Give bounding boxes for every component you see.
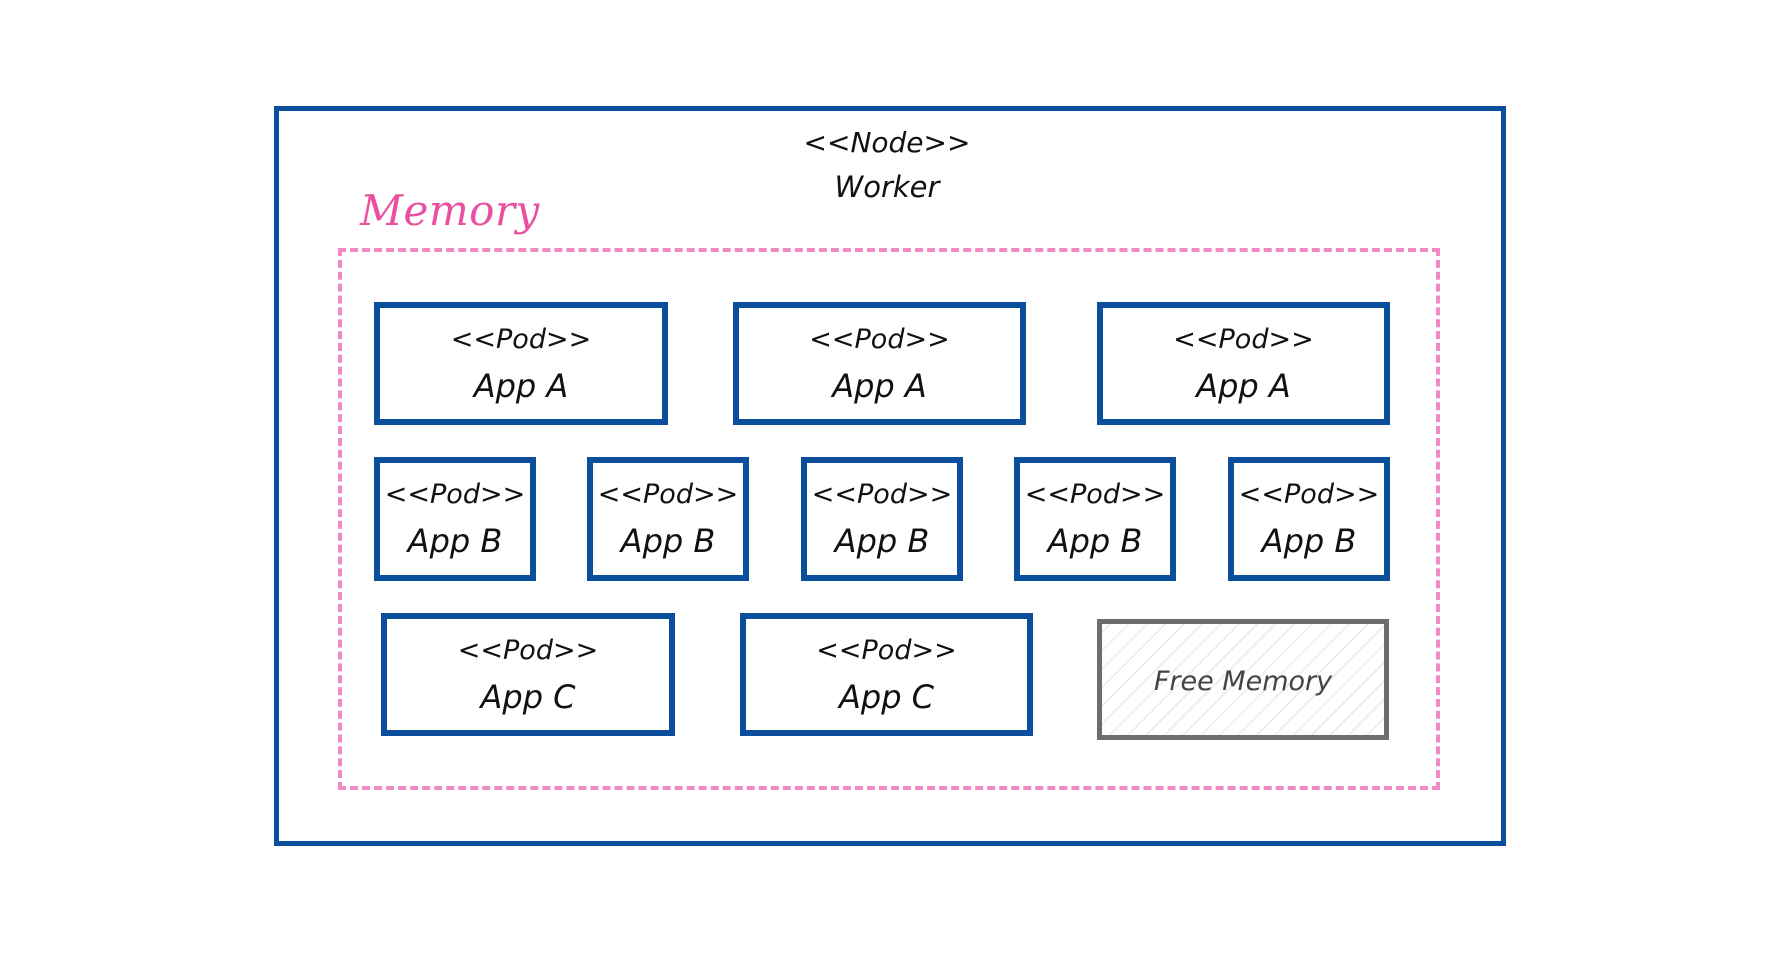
pod-stereotype: <<Pod>>: [811, 479, 953, 510]
pod-stereotype: <<Pod>>: [597, 479, 739, 510]
pod-stereotype: <<Pod>>: [1238, 479, 1380, 510]
pod-app-name: App B: [1047, 522, 1143, 560]
pod-app-a-3: <<Pod>> App A: [1097, 302, 1390, 425]
memory-region: [338, 248, 1440, 790]
pod-stereotype: <<Pod>>: [1173, 324, 1314, 355]
free-memory-label: Free Memory: [1153, 666, 1333, 697]
pod-app-name: App C: [480, 678, 576, 716]
pod-app-name: App A: [1196, 367, 1291, 405]
pod-app-b-4: <<Pod>> App B: [1014, 457, 1176, 581]
pod-app-b-2: <<Pod>> App B: [587, 457, 749, 581]
pod-app-name: App A: [473, 367, 569, 405]
memory-label: Memory: [360, 186, 540, 235]
pod-app-a-1: <<Pod>> App A: [374, 302, 668, 425]
pod-app-name: App B: [620, 522, 716, 560]
pod-app-name: App B: [834, 522, 930, 560]
pod-app-name: App A: [832, 367, 927, 405]
pod-app-b-5: <<Pod>> App B: [1228, 457, 1390, 581]
pod-stereotype: <<Pod>>: [457, 635, 599, 666]
pod-app-c-2: <<Pod>> App C: [740, 613, 1033, 736]
pod-stereotype: <<Pod>>: [816, 635, 957, 666]
pod-stereotype: <<Pod>>: [450, 324, 592, 355]
pod-stereotype: <<Pod>>: [809, 324, 950, 355]
pod-app-a-2: <<Pod>> App A: [733, 302, 1026, 425]
free-memory-box: Free Memory: [1097, 619, 1389, 740]
worker-node-box: [274, 106, 1506, 846]
pod-stereotype: <<Pod>>: [384, 479, 526, 510]
pod-app-c-1: <<Pod>> App C: [381, 613, 675, 736]
pod-app-b-1: <<Pod>> App B: [374, 457, 536, 581]
node-name: Worker: [834, 170, 940, 204]
pod-app-name: App B: [1261, 522, 1357, 560]
node-stereotype: <<Node>>: [803, 126, 971, 159]
pod-stereotype: <<Pod>>: [1024, 479, 1166, 510]
pod-app-name: App C: [838, 678, 935, 716]
pod-app-b-3: <<Pod>> App B: [801, 457, 963, 581]
pod-app-name: App B: [407, 522, 503, 560]
